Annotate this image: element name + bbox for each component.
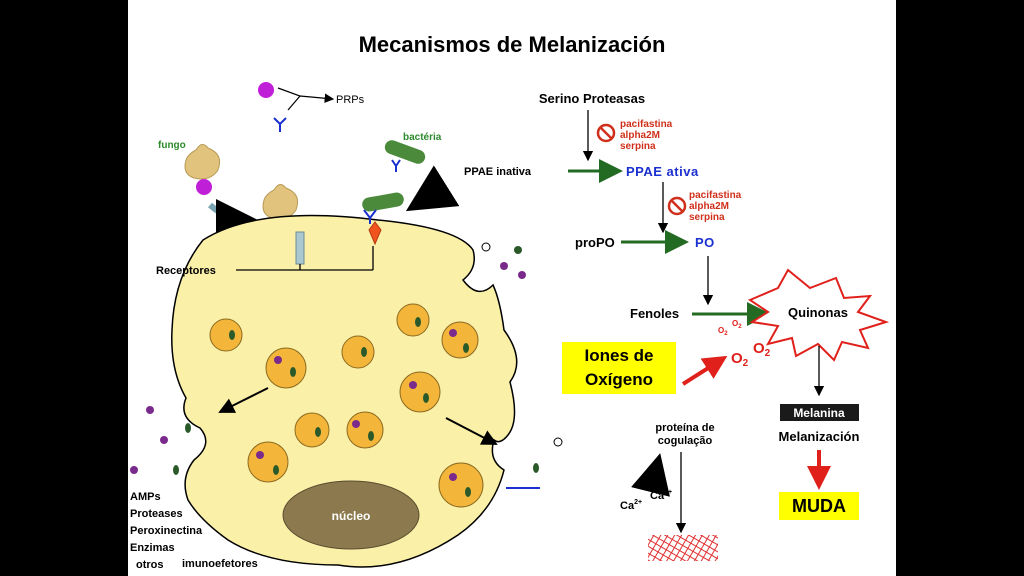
page-title: Mecanismos de Melanización bbox=[359, 32, 666, 57]
quinones-label: Quinonas bbox=[788, 305, 848, 320]
granule bbox=[265, 347, 307, 389]
svg-text:O2: O2 bbox=[732, 319, 742, 330]
effectors-list: AMPs Proteases Peroxinectina Enzimas otr… bbox=[130, 491, 258, 571]
effector-others: otros bbox=[136, 559, 164, 571]
granule bbox=[294, 412, 330, 448]
granule bbox=[438, 462, 484, 508]
granule bbox=[247, 441, 289, 483]
oxygen-ions-callout: Iones de Oxígeno bbox=[562, 342, 676, 394]
bacteria-label: bactéria bbox=[403, 132, 442, 143]
granules bbox=[209, 303, 484, 508]
oxygen-labels: O2 O2 O2 O2 bbox=[718, 319, 771, 369]
inhibitor-name: alpha2M bbox=[620, 130, 660, 141]
effector-item: Proteases bbox=[130, 508, 183, 520]
phenols-label: Fenoles bbox=[630, 306, 679, 321]
exocytosis-arrow-right bbox=[445, 417, 498, 445]
inhibitor-name: serpina bbox=[689, 212, 725, 223]
clot-mesh bbox=[648, 535, 718, 561]
effector-others-2: imunoefetores bbox=[182, 558, 258, 570]
granule bbox=[341, 335, 375, 369]
granule bbox=[399, 371, 441, 413]
melanization-diagram: Mecanismos de Melanización PRPs fungo ba… bbox=[130, 32, 890, 571]
svg-text:O2: O2 bbox=[718, 326, 728, 337]
released-particles bbox=[130, 242, 563, 489]
calcium-label-1: Ca2+ bbox=[620, 499, 642, 512]
receptor-bacteria bbox=[368, 221, 382, 246]
nucleus bbox=[282, 480, 420, 550]
svg-text:O2: O2 bbox=[731, 350, 749, 369]
granule bbox=[209, 318, 243, 352]
inhibitor-name: serpina bbox=[620, 141, 656, 152]
bacteria-receptor-icon bbox=[391, 159, 401, 172]
exocytosis-arrow-left bbox=[218, 387, 269, 413]
granule bbox=[346, 411, 384, 449]
inhibition-icon bbox=[667, 196, 687, 216]
fungus-bound-icon bbox=[262, 184, 299, 220]
inhibitor-name: pacifastina bbox=[689, 190, 742, 201]
receptor-fungus bbox=[295, 231, 305, 265]
granule bbox=[396, 303, 430, 337]
molt-callout: MUDA bbox=[779, 492, 859, 520]
prps-label: PRPs bbox=[336, 94, 365, 106]
effector-item: Enzimas bbox=[130, 542, 175, 554]
receptor-bacteria-y-icon bbox=[363, 209, 377, 224]
bacteria-bound-icon bbox=[362, 192, 404, 212]
granule bbox=[441, 321, 479, 359]
ppae-active-label: PPAE ativa bbox=[626, 164, 699, 179]
inhibitor-name: pacifastina bbox=[620, 119, 673, 130]
receptor-y-icon bbox=[273, 117, 287, 132]
fungus-icon bbox=[184, 144, 221, 180]
oxygen-ions-arrow bbox=[681, 355, 728, 386]
fungus-label: fungo bbox=[158, 140, 186, 151]
melanin-box bbox=[780, 404, 859, 421]
inhibitor-name: alpha2M bbox=[689, 201, 729, 212]
ppae-inactive-label: PPAE inativa bbox=[464, 166, 532, 178]
calcium-label-2: Ca2+ bbox=[650, 489, 672, 502]
bacteria-icon bbox=[384, 140, 426, 164]
calcium-arrow bbox=[631, 453, 670, 497]
quinones-burst bbox=[747, 268, 890, 362]
receptors-label: Receptores bbox=[156, 265, 216, 277]
inhibitors-2: pacifastina alpha2M serpina bbox=[667, 190, 742, 223]
oxygen-ions-line2: Oxígeno bbox=[584, 370, 653, 389]
nucleus-label: núcleo bbox=[332, 509, 371, 523]
svg-text:O2: O2 bbox=[753, 340, 771, 359]
inhibitors-1: pacifastina alpha2M serpina bbox=[596, 119, 673, 152]
prp-molecule-icon bbox=[258, 82, 274, 98]
propo-label: proPO bbox=[575, 235, 615, 250]
bacteria-group: bactéria bbox=[362, 132, 460, 212]
melanization-label: Melanización bbox=[779, 429, 860, 444]
fungus-prp-icon bbox=[196, 179, 212, 195]
prps-group: PRPs bbox=[258, 82, 365, 132]
bacteria-approach-arrow bbox=[405, 165, 460, 212]
effector-item: AMPs bbox=[130, 491, 161, 503]
oxygen-ions-line1: Iones de bbox=[584, 346, 654, 365]
coagulation-label-2: cogulação bbox=[658, 435, 713, 447]
prps-arrow bbox=[277, 87, 333, 111]
coagulation-label-1: proteína de bbox=[655, 422, 714, 434]
melanin-label: Melanina bbox=[793, 406, 845, 420]
serine-proteases-label: Serino Proteasas bbox=[539, 91, 645, 106]
fungus-approach-arrow bbox=[207, 198, 264, 247]
po-label: PO bbox=[695, 235, 715, 250]
inhibition-icon bbox=[596, 123, 616, 143]
receptors-pointer bbox=[236, 246, 374, 271]
slide: Mecanismos de Melanización PRPs fungo ba… bbox=[128, 0, 896, 576]
effector-item: Peroxinectina bbox=[130, 525, 203, 537]
